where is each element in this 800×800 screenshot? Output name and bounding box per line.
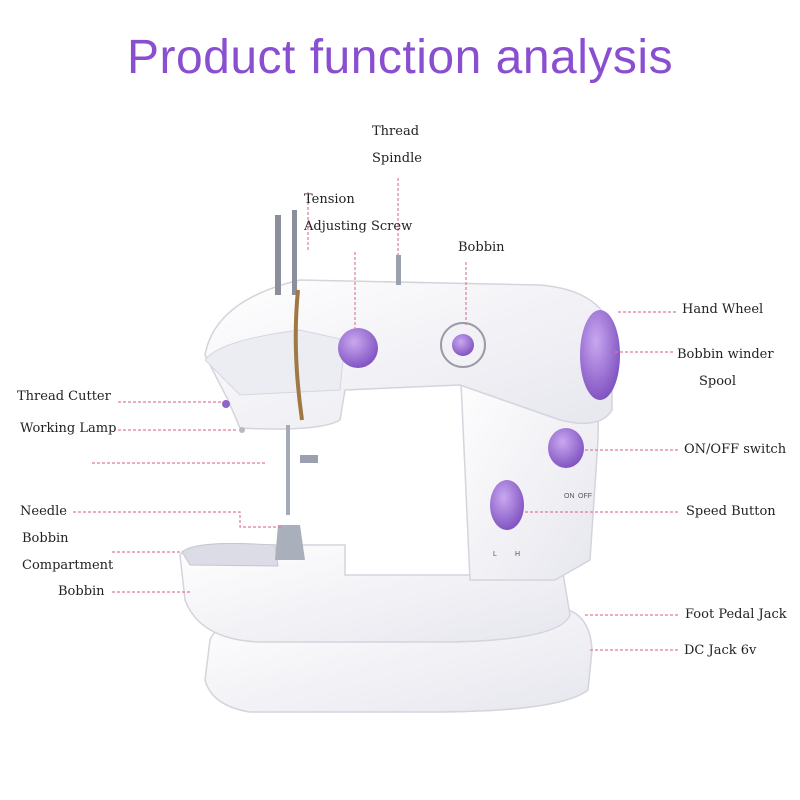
leader-needle [73,511,282,528]
label-foot-pedal-jack: Foot Pedal Jack [685,607,787,622]
speed-button [490,480,524,530]
needle-bar [286,425,290,515]
label-dc-jack: DC Jack 6v [684,643,757,658]
high-mark: H [515,551,520,558]
label-bobbin-winder: Bobbin winder Spool [677,347,774,389]
presser-foot [275,525,305,560]
label-thread-cutter: Thread Cutter [17,389,111,404]
thread-cutter [222,400,230,408]
label-bobbin-bottom: Bobbin [58,584,105,599]
on-mark: ON [564,493,575,500]
label-hand-wheel: Hand Wheel [682,302,764,317]
thread-guide-band [293,289,304,421]
presser-screw [300,455,318,463]
label-on-off-switch: ON/OFF switch [684,442,787,457]
label-bobbin-compartment: Bobbin Compartment [22,531,114,573]
label-thread-spindle: Thread Spindle [372,124,422,166]
thread-spindle-rod [396,255,401,285]
on-off-switch [548,428,584,468]
hand-wheel [580,310,620,400]
low-mark: L [493,551,497,558]
tension-knob [338,328,378,368]
page-title: Product function analysis [126,31,674,84]
needle-plate [181,543,279,567]
label-speed-button: Speed Button [686,504,776,519]
label-working-lamp: Working Lamp [20,421,117,436]
off-mark: OFF [578,493,592,500]
label-tension-screw: Tension Adjusting Screw [304,192,413,234]
working-lamp [239,427,245,433]
label-bobbin-top: Bobbin [458,240,505,255]
bar-rod [275,215,281,295]
label-needle: Needle [20,504,67,519]
